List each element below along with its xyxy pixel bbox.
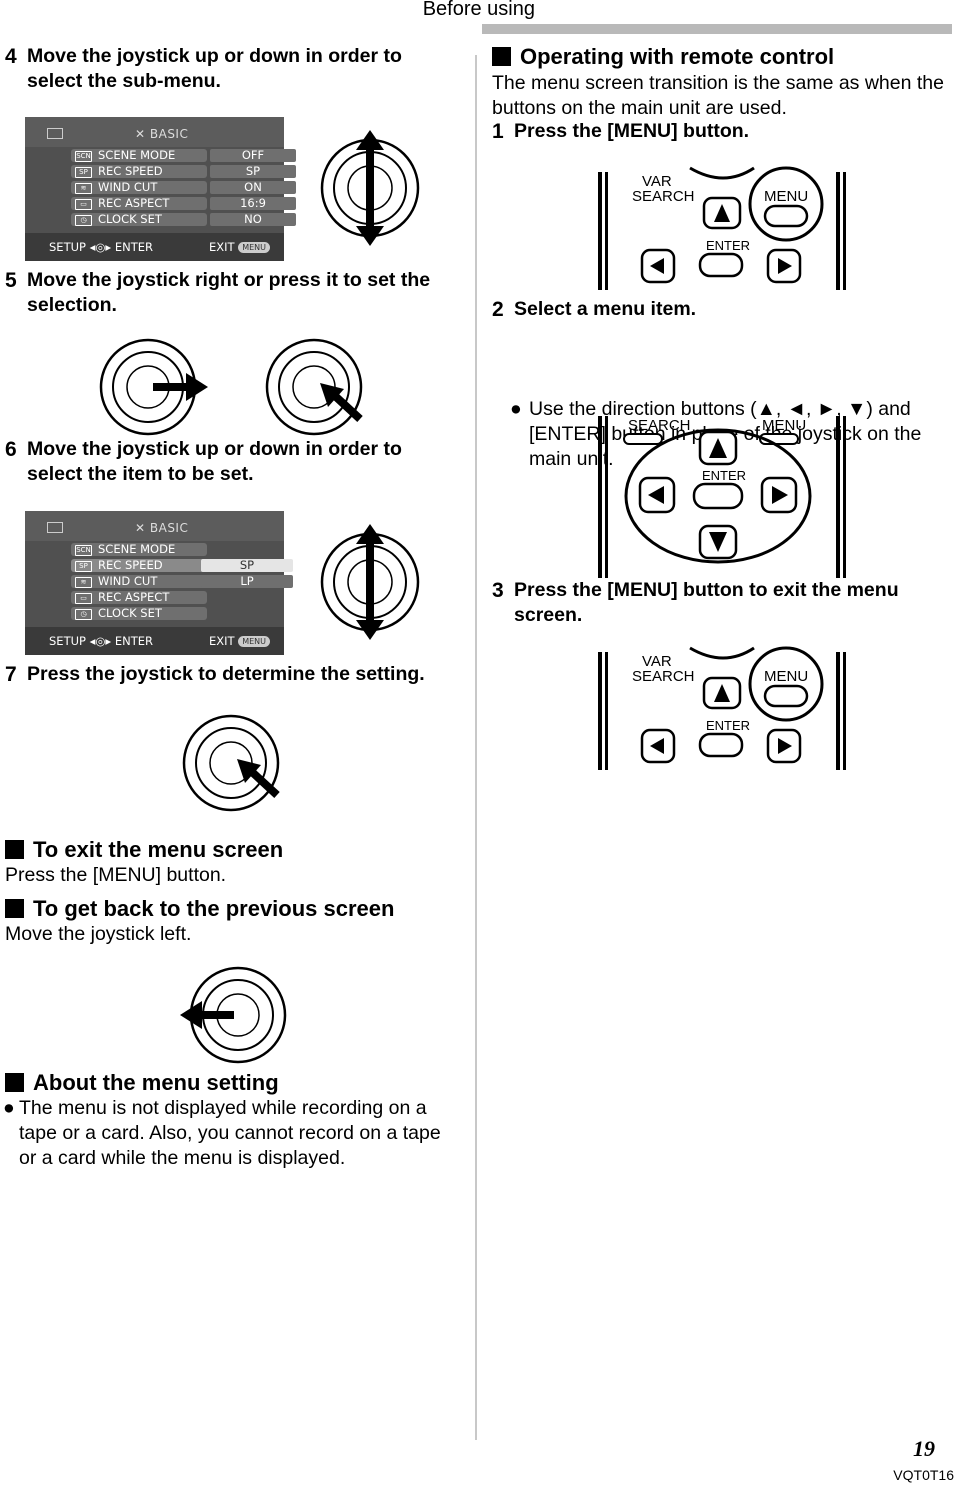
- step-1: 1 Press the [MENU] button.: [492, 119, 952, 144]
- step-5: 5 Move the joystick right or press it to…: [5, 268, 470, 318]
- step-text: Select a menu item.: [514, 298, 697, 320]
- step-number: 7: [5, 663, 17, 686]
- document-code: VQT0T16: [893, 1467, 954, 1483]
- step-text: Move the joystick up or down in order to…: [27, 438, 402, 485]
- scene-icon: SCN: [75, 545, 92, 556]
- menu-category: ✕ BASIC: [135, 127, 189, 141]
- joystick-right-icon: [99, 338, 208, 436]
- remote-label-search: SEARCH: [632, 668, 695, 685]
- step-7: 7 Press the joystick to determine the se…: [5, 662, 470, 687]
- menu-item-rec-aspect[interactable]: ▭REC ASPECT: [71, 591, 207, 604]
- menu-top-bar: ✕ BASIC: [25, 511, 284, 541]
- menu-value: 16:9: [210, 197, 296, 210]
- remote-intro: The menu screen transition is the same a…: [492, 72, 944, 119]
- get-back-text: Move the joystick left.: [5, 923, 192, 945]
- heading-exit-menu: To exit the menu screen: [5, 837, 283, 863]
- menu-value: SP: [210, 165, 296, 178]
- menu-value: NO: [210, 213, 296, 226]
- card-icon: [47, 128, 63, 139]
- step-number: 6: [5, 438, 17, 461]
- remote-label-enter: ENTER: [702, 468, 746, 483]
- step-number: 3: [492, 579, 504, 602]
- step-2: 2 Select a menu item.: [492, 297, 952, 322]
- bullet-icon: ●: [510, 398, 522, 420]
- menu-button-icon: MENU: [238, 636, 270, 647]
- page-number: 19: [913, 1436, 935, 1461]
- clock-icon: ◷: [75, 215, 92, 226]
- menu-value: ON: [210, 181, 296, 194]
- step-text: Press the [MENU] button.: [514, 120, 750, 142]
- bullet-icon: ●: [3, 1097, 15, 1119]
- menu-top-bar: ✕ BASIC: [25, 117, 284, 147]
- step-4: 4 Move the joystick up or down in order …: [5, 44, 455, 94]
- joystick-up-down-icon: [320, 130, 420, 246]
- remote-direction-buttons-illustration: SEARCH MENU ENTER: [598, 416, 846, 578]
- menu-footer: SETUP ◂◎▸ ENTER EXIT MENU: [25, 233, 284, 261]
- step-number: 1: [492, 120, 504, 143]
- step-text: Press the joystick to determine the sett…: [27, 663, 425, 685]
- menu-item-rec-aspect[interactable]: ▭REC ASPECT: [71, 197, 207, 210]
- heading-get-back: To get back to the previous screen: [5, 896, 394, 922]
- step-text: Move the joystick up or down in order to…: [27, 45, 402, 92]
- clock-icon: ◷: [75, 609, 92, 620]
- header-rule: [482, 24, 952, 34]
- step-number: 5: [5, 269, 17, 292]
- step-text: Move the joystick right or press it to s…: [27, 269, 431, 316]
- rec-speed-icon: SP: [75, 561, 92, 572]
- square-bullet-icon: [492, 47, 511, 66]
- sub-option-lp[interactable]: LP: [201, 575, 293, 588]
- menu-item-clock-set[interactable]: ◷CLOCK SET: [71, 607, 207, 620]
- remote-label-menu: MENU: [762, 417, 806, 434]
- card-icon: [47, 522, 63, 533]
- step-3: 3 Press the [MENU] button to exit the me…: [492, 578, 952, 628]
- menu-button-icon: MENU: [238, 242, 270, 253]
- wind-icon: ≋: [75, 577, 92, 588]
- menu-item-clock-set[interactable]: ◷CLOCK SET: [71, 213, 207, 226]
- step-number: 4: [5, 45, 17, 68]
- scene-icon: SCN: [75, 151, 92, 162]
- joystick-left-icon: [180, 966, 287, 1064]
- square-bullet-icon: [5, 840, 24, 859]
- square-bullet-icon: [5, 1073, 24, 1092]
- joystick-press-icon: [182, 714, 280, 812]
- menu-category: ✕ BASIC: [135, 521, 189, 535]
- about-menu-note: ● The menu is not displayed while record…: [3, 1097, 441, 1169]
- remote-label-search: SEARCH: [632, 188, 695, 205]
- exit-menu-text: Press the [MENU] button.: [5, 864, 227, 886]
- menu-footer: SETUP ◂◎▸ ENTER EXIT MENU: [25, 627, 284, 655]
- rec-speed-icon: SP: [75, 167, 92, 178]
- remote-menu-button-illustration: VAR SEARCH MENU ENTER: [598, 166, 846, 290]
- heading-remote-control: Operating with remote control: [492, 44, 834, 70]
- menu-value: OFF: [210, 149, 296, 162]
- joystick-up-down-icon: [320, 524, 420, 640]
- remote-label-var: VAR: [642, 173, 672, 190]
- aspect-icon: ▭: [75, 199, 92, 210]
- menu-item-wind-cut[interactable]: ≋WIND CUT: [71, 181, 207, 194]
- square-bullet-icon: [5, 899, 24, 918]
- remote-label-enter: ENTER: [706, 718, 750, 733]
- remote-menu-button-illustration: VAR SEARCH MENU ENTER: [598, 646, 846, 770]
- column-divider: [475, 55, 477, 1440]
- wind-icon: ≋: [75, 183, 92, 194]
- heading-about-menu: About the menu setting: [5, 1070, 279, 1096]
- step-number: 2: [492, 298, 504, 321]
- step-text: Press the [MENU] button to exit the menu…: [514, 579, 899, 626]
- remote-label-menu: MENU: [764, 668, 808, 685]
- remote-label-enter: ENTER: [706, 238, 750, 253]
- running-header: Before using: [422, 0, 535, 20]
- remote-label-menu: MENU: [764, 188, 808, 205]
- remote-label-var: VAR: [642, 653, 672, 670]
- menu-item-wind-cut[interactable]: ≋WIND CUT: [71, 575, 207, 588]
- aspect-icon: ▭: [75, 593, 92, 604]
- remote-label-search: SEARCH: [628, 417, 691, 434]
- sub-option-sp[interactable]: SP: [201, 559, 293, 572]
- step-6: 6 Move the joystick up or down in order …: [5, 437, 455, 487]
- joystick-press-icon: [265, 338, 363, 436]
